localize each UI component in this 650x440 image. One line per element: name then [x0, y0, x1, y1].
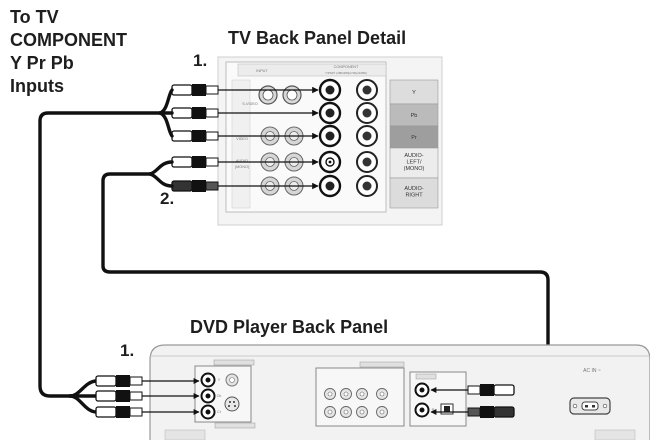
video-cable-dvd-cr — [68, 394, 98, 414]
tv-panel-title: TV Back Panel Detail — [228, 28, 407, 48]
sw-audio-left-line-1: AUDIO- — [404, 153, 423, 159]
tv-header-component-sub: Y/Pb/Pr (480i/480p/720p/1080i) — [325, 71, 367, 75]
dvd-power-label: AC IN ~ — [583, 368, 601, 374]
tv-component-a-jacks — [318, 78, 342, 198]
tv-component-b-jacks — [356, 79, 378, 197]
tv-input-line-1: To TV — [10, 7, 59, 27]
dvd-power-socket: AC IN ~ — [569, 368, 611, 415]
swatch-pb: Pb — [411, 113, 418, 119]
swatch-pr: Pr — [411, 135, 417, 141]
dvd-foot-right — [594, 429, 636, 440]
step-1-label-tv: 1. — [193, 51, 208, 70]
tv-header-input: INPUT — [256, 69, 268, 73]
tv-input-line-4: Inputs — [10, 76, 64, 96]
sw-audio-left-line-2: LEFT/ — [407, 160, 422, 166]
dvd-plug-audio-r — [430, 406, 515, 418]
dvd-label-y: Y — [218, 378, 221, 382]
audio-cable-left — [148, 160, 174, 176]
tv-plug-audio-right — [171, 180, 319, 192]
video-cable-main — [38, 111, 162, 398]
video-cable-dvd-y — [68, 379, 98, 398]
step-1-label-dvd: 1. — [120, 341, 135, 360]
sw-audio-right-line-2: RIGHT — [405, 193, 423, 199]
tv-header-component: COMPONENT — [334, 65, 359, 69]
audio-cable-right — [148, 172, 174, 188]
dvd-video-plugs — [95, 375, 200, 418]
sw-audio-left-line-3: (MONO) — [404, 166, 425, 172]
tv-component-plugs — [171, 84, 319, 192]
tv-row-video: VIDEO — [236, 137, 248, 141]
tv-input-line-3: Y Pr Pb — [10, 53, 74, 73]
tv-row-svideo: S-VIDEO — [242, 102, 258, 106]
video-cable-y — [158, 88, 174, 115]
video-cable-pr — [158, 111, 174, 138]
dvd-plug-cb — [95, 390, 200, 402]
dvd-foot-left — [164, 429, 206, 440]
dvd-plug-y — [95, 375, 200, 387]
tv-plug-y — [171, 84, 319, 96]
tv-plug-pr — [171, 130, 319, 142]
dvd-audio-plugs — [430, 384, 515, 418]
dvd-svideo-jack — [224, 396, 240, 412]
dvd-label-cb: Cb — [217, 394, 222, 398]
tv-color-legend: Y Pb Pr AUDIO-LEFT/(MONO) AUDIO-RIGHT — [389, 79, 439, 209]
tv-row-label-column — [231, 79, 251, 209]
tv-input-line-2: COMPONENT — [10, 30, 127, 50]
dvd-back-panel: Y Cb Cr L R A — [149, 344, 650, 440]
step-2-label-tv: 2. — [160, 189, 175, 208]
swatch-y: Y — [412, 90, 416, 96]
dvd-plug-cr — [95, 406, 200, 418]
tv-header-row — [237, 63, 387, 77]
swatch-audio-right: AUDIO-RIGHT — [404, 186, 423, 199]
tv-row-audio: AUDIO — [236, 159, 248, 163]
sw-audio-right-line-1: AUDIO- — [404, 186, 423, 192]
dvd-label-cr: Cr — [217, 410, 222, 414]
dvd-panel-title: DVD Player Back Panel — [190, 317, 389, 337]
dvd-plug-audio-l — [430, 384, 515, 396]
dvd-audio-out-block — [409, 371, 467, 427]
swatch-audio-left: AUDIO-LEFT/(MONO) — [404, 153, 425, 172]
tv-row-mono: (MONO) — [235, 165, 250, 169]
tv-back-panel: INPUT COMPONENT Y/Pb/Pr (480i/480p/720p/… — [217, 56, 443, 226]
tv-component-inputs-label: To TV COMPONENT Y Pr Pb Inputs — [10, 6, 127, 98]
